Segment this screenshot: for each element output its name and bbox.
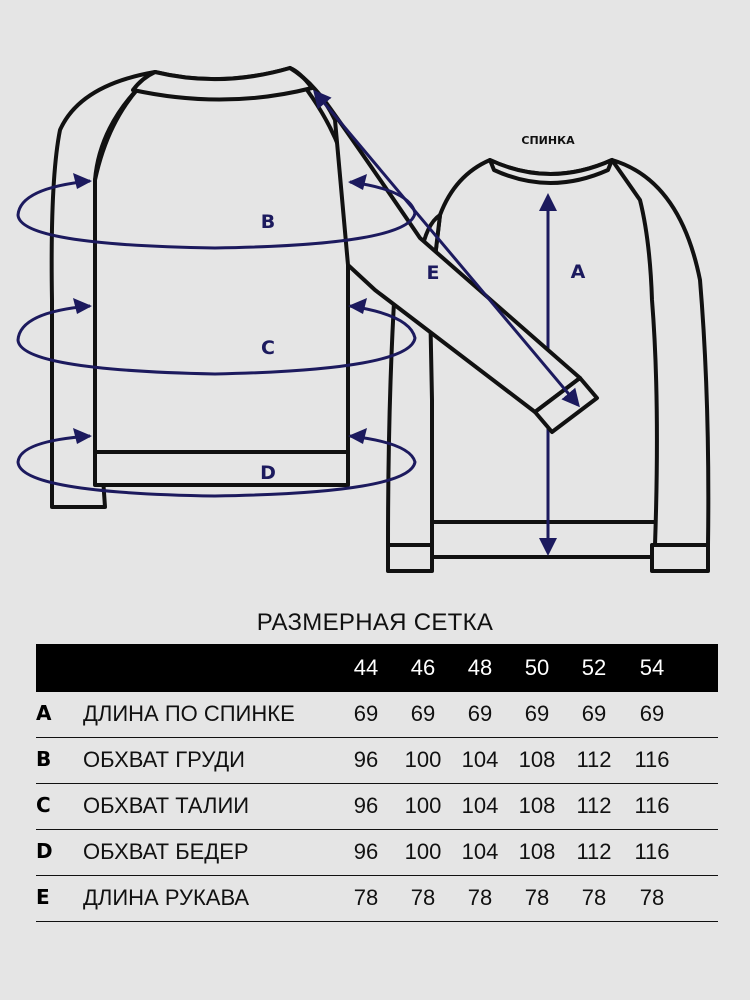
- back-right-cuff: [650, 543, 710, 573]
- size-header-cell: 54: [639, 655, 665, 680]
- row-value: 96: [353, 839, 379, 864]
- table-row-d: D ОБХВАТ БЕДЕР 96 100 104 108 112 116: [36, 830, 718, 876]
- b-right-arrowhead: [348, 174, 367, 190]
- marker-b: B: [261, 211, 275, 233]
- row-value: 116: [634, 747, 670, 772]
- table-row-c: C ОБХВАТ ТАЛИИ 96 100 104 108 112 116: [36, 784, 718, 830]
- c-left-arrowhead: [73, 298, 92, 314]
- row-value: 100: [404, 793, 442, 818]
- measure-c-loop: [16, 304, 417, 376]
- row-value: 108: [518, 839, 556, 864]
- row-value: 69: [639, 701, 665, 726]
- row-value: 69: [410, 701, 436, 726]
- row-value: 100: [404, 747, 442, 772]
- measure-d-loop: [16, 434, 417, 498]
- row-measurement-name: ДЛИНА ПО СПИНКЕ: [83, 701, 295, 726]
- b-left-arrowhead: [73, 173, 92, 189]
- table-row-b: B ОБХВАТ ГРУДИ 96 100 104 108 112 116: [36, 738, 718, 784]
- row-measurement-name: ОБХВАТ ТАЛИИ: [83, 793, 250, 818]
- row-measurement-name: ОБХВАТ ГРУДИ: [83, 747, 245, 772]
- size-header-row: 44 46 48 50 52 54: [36, 644, 718, 692]
- size-header-cell: 46: [410, 655, 436, 680]
- table-row-e: E ДЛИНА РУКАВА 78 78 78 78 78 78: [36, 876, 718, 922]
- row-measurement-name: ДЛИНА РУКАВА: [83, 885, 250, 910]
- size-chart-title: РАЗМЕРНАЯ СЕТКА: [256, 609, 494, 636]
- row-value: 112: [576, 793, 612, 818]
- front-waistband: [93, 450, 350, 487]
- row-value: 78: [353, 885, 379, 910]
- front-body-outline: [93, 66, 351, 457]
- row-value: 78: [581, 885, 607, 910]
- row-value: 112: [576, 747, 612, 772]
- back-left-cuff: [386, 543, 434, 573]
- marker-e: E: [427, 262, 440, 284]
- row-value: 78: [524, 885, 550, 910]
- row-letter: E: [36, 885, 50, 909]
- row-value: 100: [404, 839, 442, 864]
- row-value: 96: [353, 793, 379, 818]
- row-value: 69: [581, 701, 607, 726]
- back-waistband: [430, 520, 662, 559]
- d-left-arrowhead: [73, 428, 92, 444]
- row-letter: C: [36, 793, 51, 817]
- row-value: 69: [524, 701, 550, 726]
- row-letter: B: [36, 747, 52, 771]
- row-value: 78: [467, 885, 493, 910]
- size-header-cell: 52: [581, 655, 607, 680]
- d-right-arrowhead: [348, 428, 367, 444]
- row-measurement-name: ОБХВАТ БЕДЕР: [83, 839, 249, 864]
- row-letter: A: [36, 701, 52, 725]
- row-value: 116: [634, 839, 670, 864]
- size-header-cell: 48: [467, 655, 493, 680]
- row-value: 78: [410, 885, 436, 910]
- size-header-cell: 50: [524, 655, 550, 680]
- marker-c: C: [261, 337, 275, 359]
- front-neckband: [131, 66, 314, 102]
- row-value: 108: [518, 793, 556, 818]
- row-value: 104: [461, 747, 499, 772]
- size-header-cell: 44: [353, 655, 379, 680]
- marker-a: A: [571, 261, 586, 283]
- row-value: 112: [576, 839, 612, 864]
- row-value: 116: [634, 793, 670, 818]
- sweatshirt-measurement-diagram: СПИНКА A B C D E: [16, 66, 711, 573]
- row-value: 69: [353, 701, 379, 726]
- row-value: 96: [353, 747, 379, 772]
- measure-arrowheads: [73, 173, 367, 444]
- measure-e-arrow: [313, 89, 580, 408]
- row-value: 69: [467, 701, 493, 726]
- row-value: 104: [461, 839, 499, 864]
- c-right-arrowhead: [348, 298, 367, 314]
- back-view-label: СПИНКА: [521, 134, 575, 147]
- row-value: 104: [461, 793, 499, 818]
- row-letter: D: [36, 839, 53, 863]
- marker-d: D: [260, 462, 276, 484]
- row-value: 108: [518, 747, 556, 772]
- row-value: 78: [639, 885, 665, 910]
- measure-b-loop: [16, 179, 417, 250]
- table-row-a: A ДЛИНА ПО СПИНКЕ 69 69 69 69 69 69: [36, 692, 718, 738]
